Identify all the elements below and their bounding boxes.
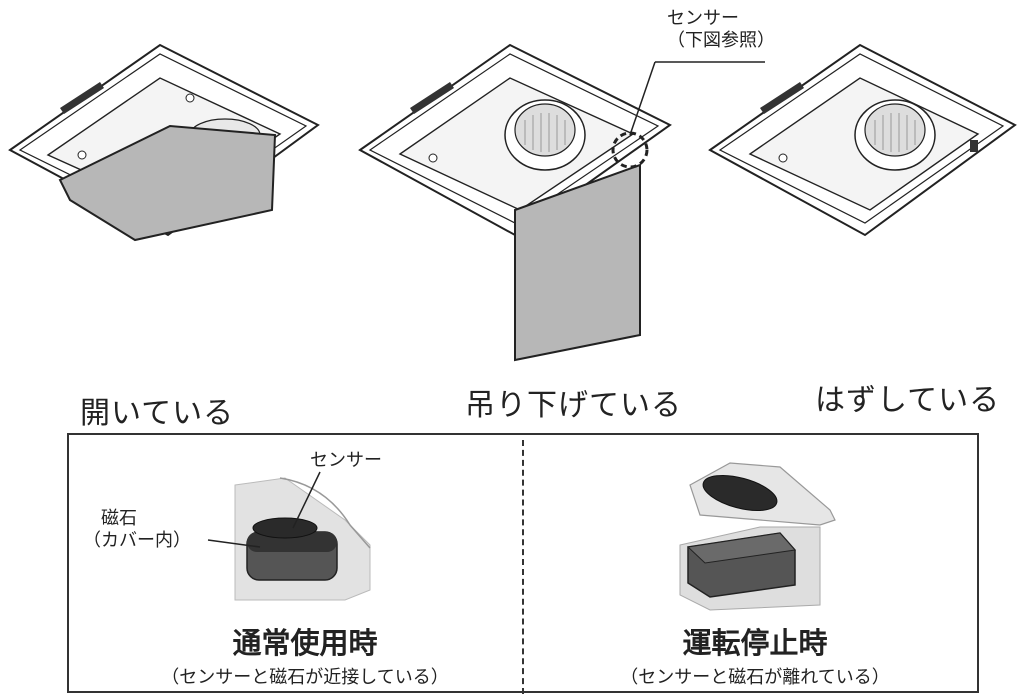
normal-use-subtitle: （センサーと磁石が近接している）: [161, 667, 449, 688]
state-label-removed: はずしている: [815, 383, 1001, 418]
state-label-hanging: 吊り下げている: [465, 388, 682, 423]
unit-cover-open-illustration: [8, 43, 320, 242]
sensor-callout-line2: （下図参照）: [667, 30, 775, 51]
unit-cover-removed-illustration: [708, 43, 1017, 237]
magnet-label-line1: 磁石: [101, 508, 137, 529]
sensor-label: センサー: [310, 450, 382, 471]
sensor-apart-magnet-illustration: [679, 462, 836, 611]
stopped-subtitle: （センサーと磁石が離れている）: [620, 667, 890, 688]
stopped-title: 運転停止時: [682, 626, 828, 660]
sensor-callout-text: センサー （下図参照）: [667, 8, 775, 52]
magnet-label-line2: （カバー内）: [83, 530, 191, 551]
state-label-open: 開いている: [80, 396, 235, 431]
sensor-callout-line1: センサー: [667, 8, 739, 29]
unit-cover-hanging-illustration: [358, 43, 672, 362]
magnet-label: 磁石 （カバー内）: [83, 508, 191, 552]
sensor-near-magnet-illustration: [234, 477, 371, 601]
normal-use-title: 通常使用時: [232, 626, 378, 660]
panel-divider: [522, 440, 524, 694]
